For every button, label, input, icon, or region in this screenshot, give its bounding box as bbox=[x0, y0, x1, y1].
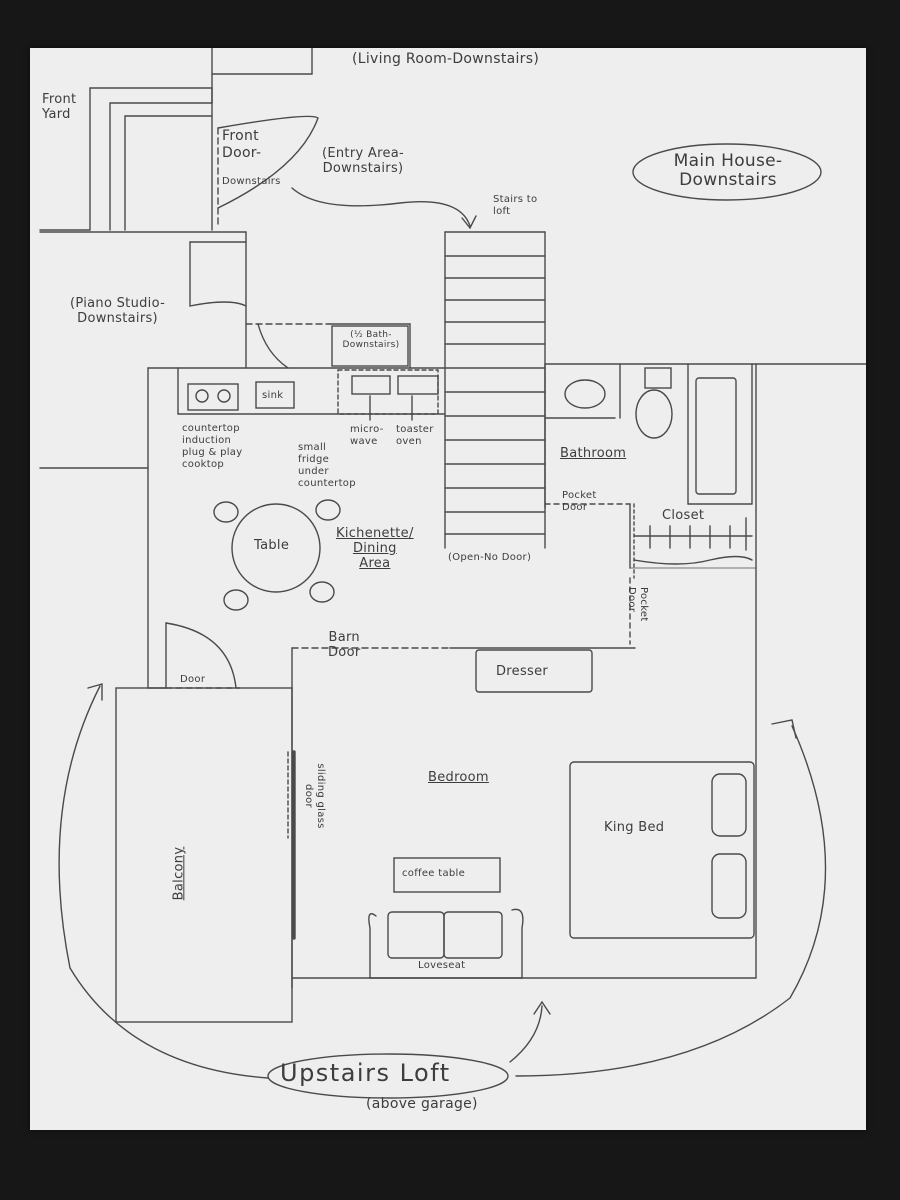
staircase bbox=[444, 231, 546, 549]
floor-plan-drawing bbox=[39, 48, 866, 1099]
half-bath-box bbox=[331, 325, 409, 367]
front-yard-walkway bbox=[39, 48, 313, 231]
microwave-box bbox=[351, 375, 391, 395]
main-house-label: Main House- Downstairs bbox=[673, 151, 783, 190]
king-bed-label: King Bed bbox=[604, 820, 665, 835]
microwave-label: micro- wave bbox=[350, 424, 384, 447]
bathroom-label: Bathroom bbox=[560, 446, 627, 461]
sink-label: sink bbox=[262, 390, 284, 401]
left-curve-arrow bbox=[58, 685, 269, 1079]
piano-studio-walls bbox=[39, 231, 411, 369]
barn-door-label: Barn Door bbox=[328, 630, 361, 660]
sliding-glass-door-label: sliding glass door bbox=[303, 763, 326, 829]
front-door-sub-label: Downstairs bbox=[222, 176, 281, 187]
right-curve-arrow bbox=[515, 725, 827, 1077]
front-door-label: Front Door- bbox=[222, 128, 262, 161]
closet bbox=[629, 503, 757, 645]
door-label: Door bbox=[180, 674, 206, 685]
loveseat-label: Loveseat bbox=[418, 960, 466, 971]
paper-sheet: (Living Room-Downstairs) Front Yard Fron… bbox=[30, 48, 866, 1130]
fridge-label: small fridge under countertop bbox=[298, 442, 356, 489]
dresser bbox=[475, 649, 593, 693]
loveseat bbox=[368, 908, 524, 979]
closet-label: Closet bbox=[662, 508, 705, 523]
front-door-swing bbox=[217, 115, 319, 209]
cooktop-box bbox=[187, 383, 239, 411]
toaster-oven-label: toaster oven bbox=[396, 424, 434, 447]
upstairs-loft-oval bbox=[267, 1053, 509, 1099]
living-room-label: (Living Room-Downstairs) bbox=[352, 51, 540, 67]
entry-area-label: (Entry Area- Downstairs) bbox=[322, 146, 404, 176]
above-garage-label: (above garage) bbox=[366, 1096, 478, 1112]
kitchen-table bbox=[231, 503, 321, 593]
cooktop-label: countertop induction plug & play cooktop bbox=[182, 423, 243, 470]
balcony-label: Balcony bbox=[171, 846, 187, 901]
kitchenette-label: Kichenette/ Dining Area bbox=[336, 526, 414, 571]
coffee-table bbox=[393, 857, 501, 893]
entry-arrow bbox=[291, 187, 471, 227]
pocket-door-bath-label: Pocket Door bbox=[562, 490, 597, 513]
bedroom-label: Bedroom bbox=[428, 770, 489, 785]
balcony-door-swing bbox=[165, 622, 237, 689]
piano-studio-label: (Piano Studio- Downstairs) bbox=[70, 296, 166, 326]
dresser-label: Dresser bbox=[496, 664, 549, 679]
open-no-door-label: (Open-No Door) bbox=[448, 552, 532, 563]
half-bath-label: (½ Bath- Downstairs) bbox=[342, 330, 400, 350]
stairs-to-loft-label: Stairs to loft bbox=[493, 194, 538, 217]
toaster-oven-box bbox=[397, 375, 439, 395]
table-label: Table bbox=[254, 538, 290, 553]
front-yard-label: Front Yard bbox=[42, 92, 77, 122]
bathroom-walls bbox=[544, 363, 753, 509]
main-house-oval bbox=[632, 143, 822, 201]
balcony-outline bbox=[115, 687, 293, 1023]
pocket-door-closet-label: Pocket Door bbox=[626, 587, 649, 622]
sink-box bbox=[255, 381, 295, 409]
king-bed bbox=[569, 761, 755, 939]
bedroom-walls bbox=[291, 647, 757, 989]
coffee-table-label: coffee table bbox=[402, 868, 466, 879]
upstairs-loft-label: Upstairs Loft bbox=[280, 1059, 451, 1087]
